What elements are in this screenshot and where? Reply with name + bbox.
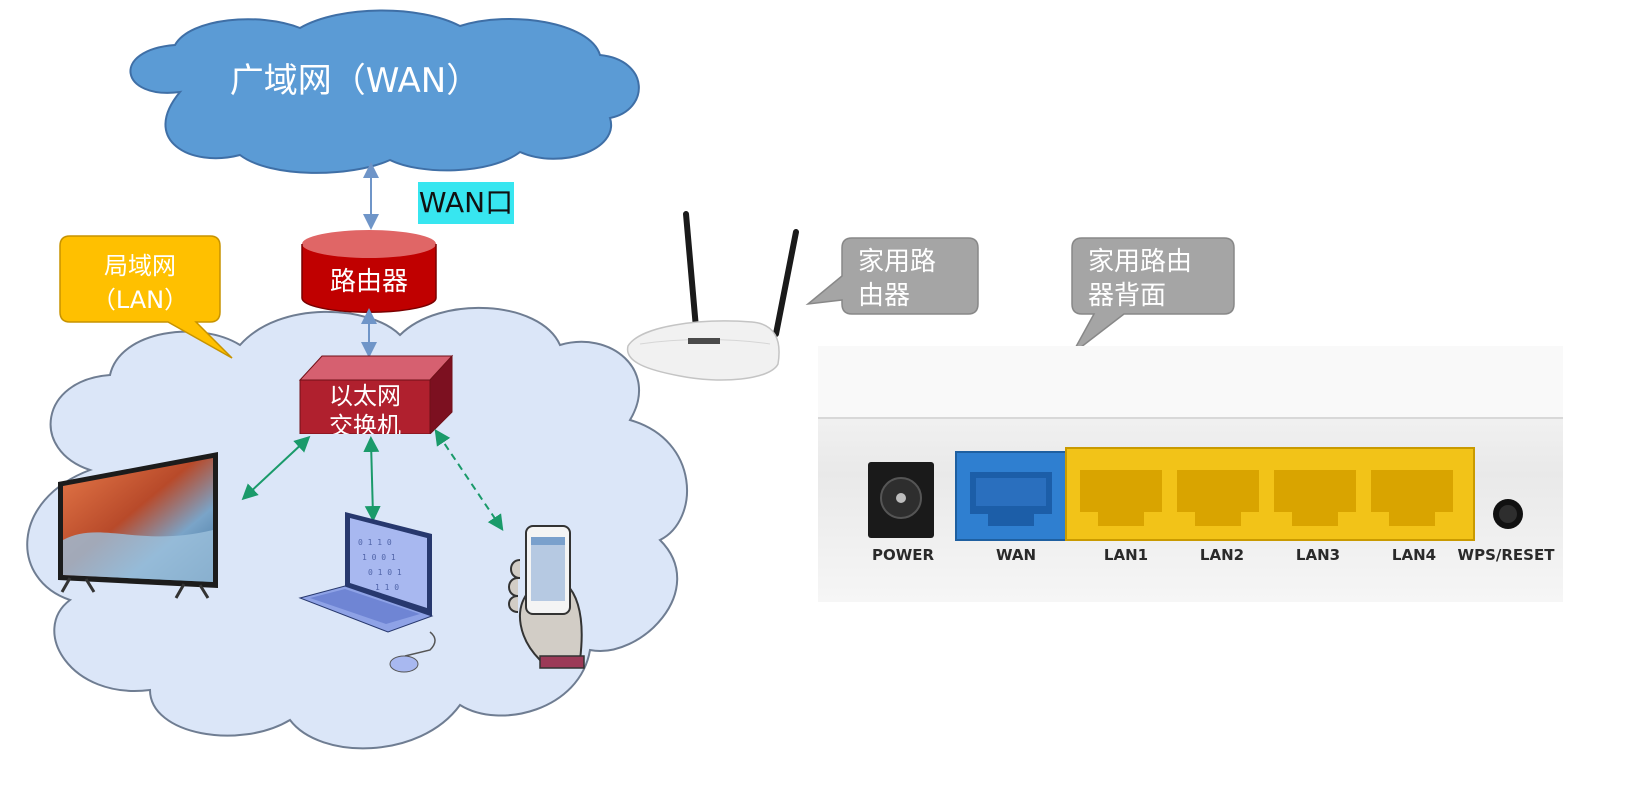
switch-laptop-link (363, 436, 381, 522)
lan-ports-icon (1065, 447, 1475, 541)
port-label-lan2: LAN2 (1200, 546, 1244, 564)
tv-icon (58, 452, 218, 599)
port-label-lan1: LAN1 (1104, 546, 1148, 564)
switch-phone-link (434, 429, 504, 531)
switch-node: 以太网 交换机 (298, 354, 454, 440)
svg-text:1 0 0 1: 1 0 0 1 (362, 553, 396, 562)
switch-label-line1: 以太网 (329, 382, 401, 410)
reset-button-icon (1493, 499, 1523, 529)
lan-callout-line1: 局域网 (104, 252, 176, 280)
laptop-icon: 0 1 1 0 1 0 0 1 0 1 0 1 1 1 0 (298, 512, 436, 673)
port-label-wan: WAN (996, 546, 1036, 564)
switch-tv-link (241, 435, 311, 501)
lan-callout: 局域网 （LAN） (59, 235, 233, 359)
wan-cloud-label: 广域网（WAN） (230, 61, 480, 101)
router-back-callout: 家用路由 器背面 (1071, 237, 1235, 355)
router-back-callout-line1: 家用路由 (1088, 247, 1192, 277)
lan-callout-line2: （LAN） (92, 286, 188, 314)
wan-port-tag: WAN口 (418, 182, 514, 224)
port-label-power: POWER (872, 546, 935, 564)
wan-cloud: 广域网（WAN） (129, 9, 640, 174)
home-router-callout: 家用路 由器 (805, 237, 979, 315)
port-label-lan4: LAN4 (1392, 546, 1436, 564)
router-label: 路由器 (330, 267, 408, 297)
power-jack-icon (868, 462, 934, 538)
phone-icon (508, 525, 585, 669)
svg-text:0 1 1 0: 0 1 1 0 (358, 538, 392, 547)
router-node: 路由器 (301, 230, 437, 313)
router-back-callout-line2: 器背面 (1088, 281, 1166, 311)
wireless-router-icon (626, 211, 799, 381)
switch-label-mask (296, 434, 456, 446)
home-router-callout-line1: 家用路 (858, 247, 936, 277)
router-back-photo: POWER WAN LAN1 LAN2 LAN3 LAN4 WPS/RESET (818, 346, 1563, 602)
home-router-callout-line2: 由器 (858, 281, 910, 311)
port-label-lan3: LAN3 (1296, 546, 1340, 564)
wan-port-icon (955, 451, 1067, 541)
svg-text:0 1 0 1: 0 1 0 1 (368, 568, 402, 577)
port-label-wps-reset: WPS/RESET (1458, 546, 1556, 564)
svg-text:1 1 0: 1 1 0 (375, 583, 399, 592)
